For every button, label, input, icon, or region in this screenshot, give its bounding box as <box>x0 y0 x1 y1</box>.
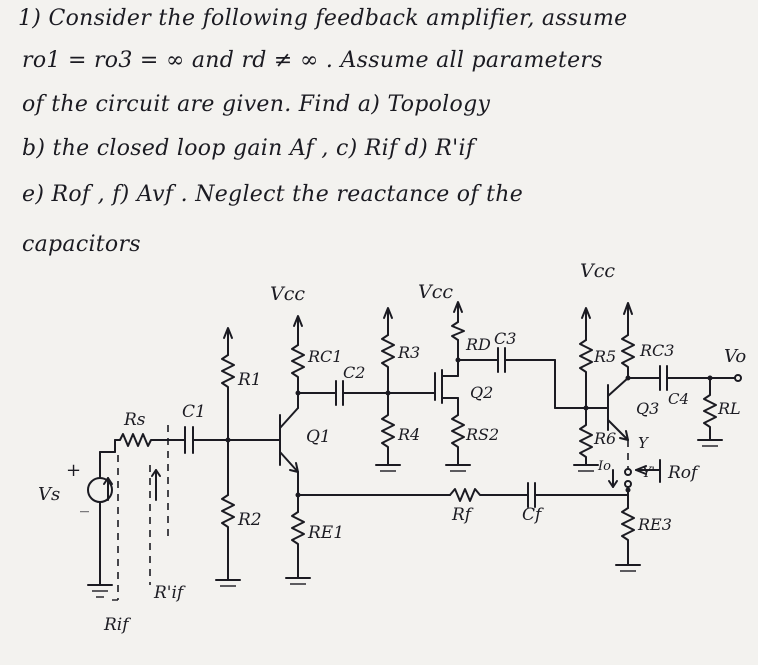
cf-label: Cf <box>522 505 544 525</box>
feedback-network <box>297 482 629 508</box>
minus-label: _ <box>80 492 89 513</box>
r2-label: R2 <box>237 510 262 530</box>
re1-label: RE1 <box>307 523 344 543</box>
rof-label: Rof <box>667 463 700 483</box>
vs-label: Vs <box>38 484 60 505</box>
rif-marker <box>103 455 119 601</box>
problem-line-1: 1) Consider the following feedback ampli… <box>18 6 628 31</box>
rs-resistor <box>114 433 176 447</box>
rc3-label: RC3 <box>639 341 674 360</box>
c1-capacitor <box>174 426 281 454</box>
rif-label: Rif <box>103 615 131 635</box>
vcc-label-2: Vcc <box>418 281 453 303</box>
rd-label: RD <box>465 335 491 354</box>
rs2-label: RS2 <box>465 425 499 444</box>
rs2-branch <box>445 414 471 472</box>
r3-label: R3 <box>397 343 420 362</box>
q1-label: Q1 <box>306 427 331 447</box>
rc1-label: RC1 <box>307 347 342 366</box>
r5-label: R5 <box>593 347 616 366</box>
c3-label: C3 <box>494 329 516 348</box>
rc1-branch <box>291 315 337 409</box>
rpif-label: R'if <box>153 583 186 603</box>
q3-label: Q3 <box>636 399 659 418</box>
io-label: Io <box>597 459 611 474</box>
r1-r2-bias <box>215 327 241 587</box>
r5-r6-bias <box>573 307 599 472</box>
rl-label: RL <box>717 399 741 418</box>
rpif-marker <box>149 425 169 585</box>
re1-branch <box>285 471 311 585</box>
r1-label: R1 <box>237 370 262 390</box>
problem-line-3: of the circuit are given. Find a) Topolo… <box>22 92 491 117</box>
q3-emitter-branch <box>608 440 661 572</box>
re3-label: RE3 <box>637 515 672 534</box>
output-stage <box>659 365 742 447</box>
c3-capacitor <box>497 347 609 409</box>
rc3-branch <box>621 302 661 381</box>
vo-label: Vo <box>724 346 746 367</box>
r6-label: R6 <box>593 429 616 448</box>
vcc-label-3: Vcc <box>580 260 615 282</box>
rs-label: Rs <box>123 410 146 430</box>
c4-label: C4 <box>668 390 689 408</box>
c1-label: C1 <box>182 402 206 422</box>
problem-line-5: e) Rof , f) Avf . Neglect the reactance … <box>22 182 524 207</box>
vcc-label-1: Vcc <box>270 283 305 305</box>
c2-label: C2 <box>343 363 365 382</box>
q1-transistor <box>279 407 299 473</box>
y-label: Y <box>638 434 650 452</box>
signal-source <box>87 451 116 598</box>
rf-label: Rf <box>451 505 474 525</box>
q2-fet <box>434 339 459 416</box>
q2-label: Q2 <box>470 383 493 402</box>
rd-branch <box>451 301 499 363</box>
problem-line-6: capacitors <box>22 232 141 257</box>
problem-line-2: ro1 = ro3 = ∞ and rd ≠ ∞ . Assume all pa… <box>22 48 603 73</box>
problem-line-4: b) the closed loop gain Af , c) Rif d) R… <box>22 136 475 161</box>
r3-r4-bias <box>375 307 401 472</box>
r4-label: R4 <box>397 425 420 444</box>
yprime-label: Y' <box>642 465 655 481</box>
plus-label: + <box>66 460 81 481</box>
